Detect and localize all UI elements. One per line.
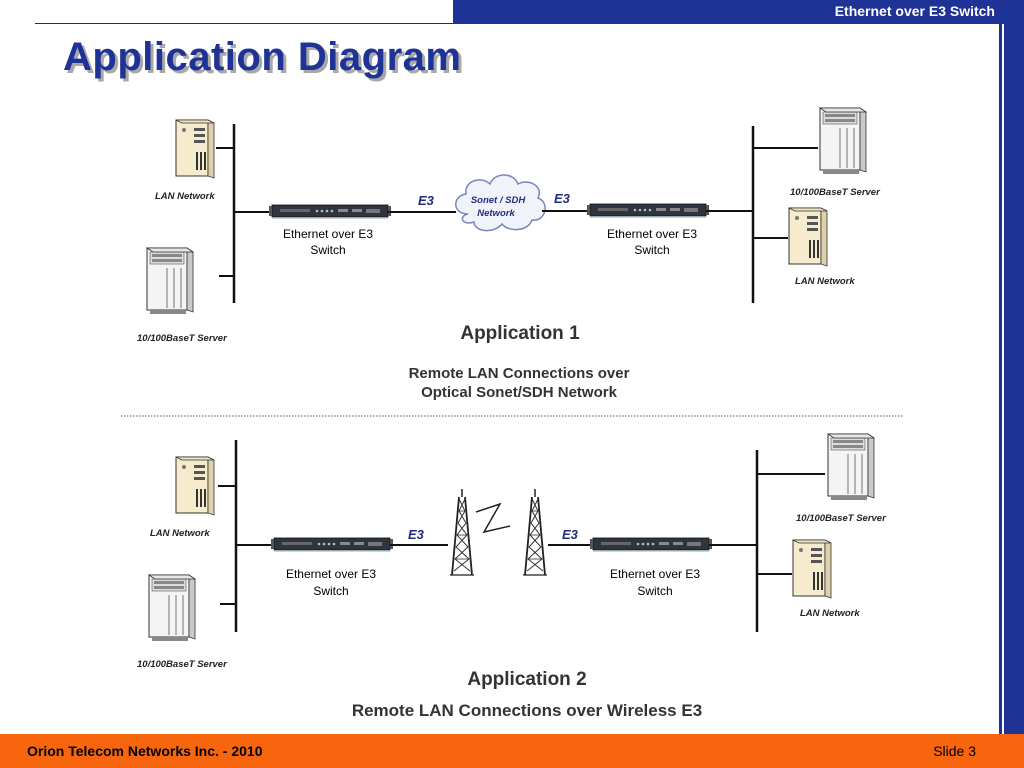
cloud-label-1: Sonet / SDH (471, 195, 527, 206)
footer-bar: Orion Telecom Networks Inc. - 2010 Slide… (0, 734, 1024, 768)
application-2-title: Application 2 (467, 669, 586, 690)
lan-pc-icon (788, 207, 828, 267)
application-2-diagram: LAN Network 10/100BaseT Server Ethernet … (137, 433, 887, 720)
e3-link-right-label: E3 (562, 527, 579, 542)
right-top-label: 10/100BaseT Server (796, 513, 887, 524)
switch-right-label-1: Ethernet over E3 (610, 567, 700, 581)
left-top-label: LAN Network (155, 191, 215, 202)
e3-link-left-label: E3 (408, 527, 425, 542)
application-diagram: LAN Network 10/100BaseT Server Ethernet … (121, 107, 904, 720)
e3-switch-right-icon (589, 537, 713, 552)
switch-left-label-1: Ethernet over E3 (283, 227, 373, 241)
radio-tower-right-icon (522, 488, 548, 576)
application-1-subtitle-line2: Optical Sonet/SDH Network (421, 384, 618, 401)
e3-switch-right-icon (586, 203, 710, 218)
footer-company: Orion Telecom Networks Inc. - 2010 (27, 743, 263, 759)
server-icon (819, 107, 867, 175)
radio-tower-left-icon (449, 488, 475, 576)
header-bar: Ethernet over E3 Switch (453, 0, 999, 24)
server-icon (148, 574, 196, 642)
application-1-subtitle-line1: Remote LAN Connections over (409, 365, 630, 382)
switch-left-label-1: Ethernet over E3 (286, 567, 376, 581)
lan-pc-icon (792, 539, 832, 599)
left-bottom-label: 10/100BaseT Server (137, 659, 228, 670)
e3-switch-left-icon (270, 537, 394, 552)
slide-number: Slide 3 (933, 743, 976, 759)
header-title: Ethernet over E3 Switch (834, 3, 995, 19)
application-1-title: Application 1 (460, 323, 580, 344)
slide-title: Application Diagram (63, 35, 462, 79)
right-top-label: 10/100BaseT Server (790, 187, 881, 198)
right-accent-stripe (1002, 24, 1004, 734)
right-accent-bar (999, 0, 1024, 734)
application-2-subtitle: Remote LAN Connections over Wireless E3 (352, 701, 702, 720)
e3-link-left-label: E3 (418, 193, 435, 208)
wireless-link-icon (475, 502, 511, 534)
e3-link-right-label: E3 (554, 191, 571, 206)
server-icon (827, 433, 875, 501)
left-top-label: LAN Network (150, 528, 210, 539)
lan-pc-icon (175, 119, 215, 179)
right-bottom-label: LAN Network (795, 276, 855, 287)
right-bottom-label: LAN Network (800, 608, 860, 619)
switch-left-label-2: Switch (310, 243, 345, 257)
application-1-diagram: LAN Network 10/100BaseT Server Ethernet … (137, 107, 881, 401)
cloud-label-2: Network (477, 208, 515, 219)
left-bottom-label: 10/100BaseT Server (137, 333, 228, 344)
switch-right-label-2: Switch (637, 584, 672, 598)
sonet-sdh-cloud-icon (455, 174, 546, 232)
switch-left-label-2: Switch (313, 584, 348, 598)
header-rule (35, 23, 453, 24)
switch-right-label-1: Ethernet over E3 (607, 227, 697, 241)
server-icon (146, 247, 194, 315)
e3-switch-left-icon (268, 204, 392, 219)
switch-right-label-2: Switch (634, 243, 669, 257)
lan-pc-icon (175, 456, 215, 516)
